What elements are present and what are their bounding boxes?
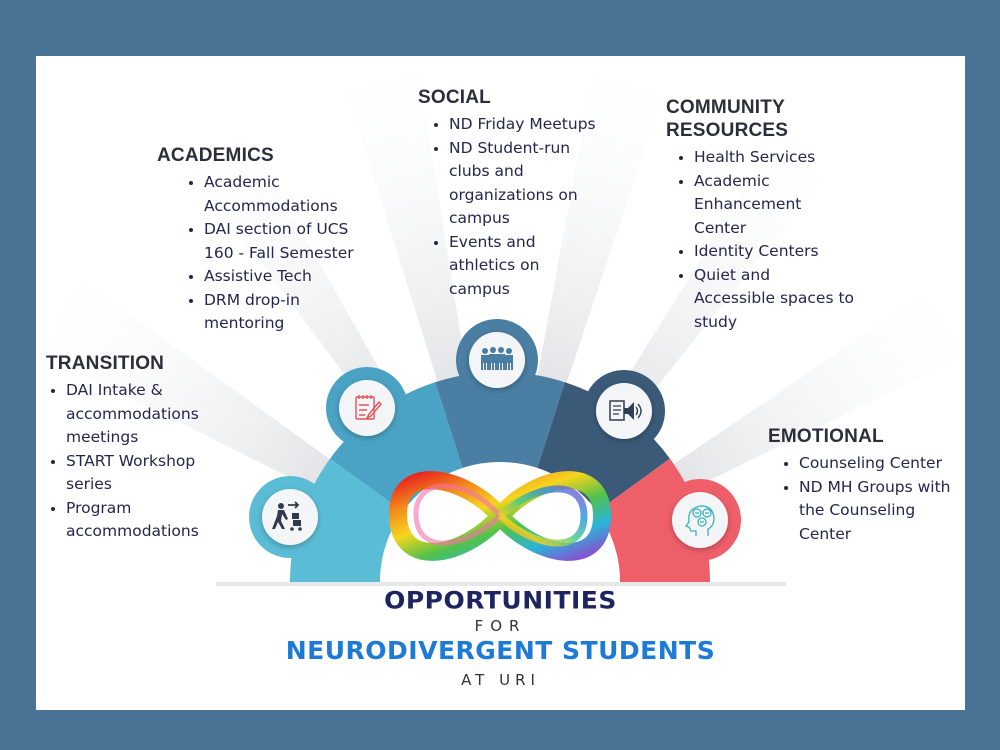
list-item: Quiet and Accessible spaces to study: [679, 264, 854, 335]
section-transition: TRANSITION DAI Intake & accommodations m…: [46, 352, 246, 544]
list-item: Academic Accommodations: [189, 171, 349, 218]
title-block: OPPORTUNITIES FOR NEURODIVERGENT STUDENT…: [36, 586, 965, 689]
section-academics: ACADEMICS Academic Accommodations DAI se…: [157, 144, 377, 336]
item-list: DAI Intake & accommodations meetings STA…: [46, 379, 246, 544]
person-pushing-cart-glyph: [272, 501, 302, 531]
item-list: Counseling Center ND MH Groups with the …: [768, 452, 963, 546]
notepad-pencil-glyph: [355, 395, 382, 420]
list-item: Identity Centers: [679, 240, 866, 264]
section-emotional: EMOTIONAL Counseling Center ND MH Groups…: [768, 425, 963, 546]
group-of-people-glyph: [481, 347, 513, 370]
document-speaker-glyph: [609, 400, 642, 421]
list-item: START Workshop series: [51, 450, 221, 497]
list-item: Assistive Tech: [189, 265, 377, 289]
baseline: [216, 582, 786, 586]
item-list: Academic Accommodations DAI section of U…: [157, 171, 377, 336]
head-emotions-glyph: [684, 505, 715, 536]
list-item: Academic Enhancement Center: [679, 170, 814, 241]
head-emotions-icon: [672, 492, 728, 548]
item-list: Health Services Academic Enhancement Cen…: [666, 146, 866, 334]
section-heading: SOCIAL: [418, 87, 491, 108]
list-item: ND MH Groups with the Counseling Center: [784, 476, 959, 547]
title-at-uri: AT URI: [461, 671, 540, 689]
section-heading: EMOTIONAL: [768, 426, 884, 447]
section-heading: TRANSITION: [46, 353, 165, 374]
arch-diagram: [216, 319, 786, 586]
title-opportunities: OPPORTUNITIES: [384, 586, 617, 615]
title-neurodivergent-students: NEURODIVERGENT STUDENTS: [285, 636, 716, 665]
list-item: Counseling Center: [784, 452, 963, 476]
notepad-pencil-icon: [339, 380, 395, 436]
section-heading: ACADEMICS: [157, 145, 274, 166]
list-item: DRM drop-in mentoring: [189, 289, 324, 336]
list-item: Events and athletics on campus: [434, 231, 554, 302]
list-item: DAI section of UCS 160 - Fall Semester: [189, 218, 364, 265]
list-item: Health Services: [679, 146, 866, 170]
title-for: FOR: [474, 617, 527, 635]
section-heading: COMMUNITY RESOURCES: [666, 97, 789, 141]
list-item: Program accommodations: [51, 497, 221, 544]
rainbow-infinity-icon: [388, 471, 611, 561]
section-social: SOCIAL ND Friday Meetups ND Student-run …: [418, 86, 618, 301]
section-community-resources: COMMUNITY RESOURCES Health Services Acad…: [666, 96, 866, 334]
item-list: ND Friday Meetups ND Student-run clubs a…: [418, 113, 618, 301]
infographic-panel: TRANSITION DAI Intake & accommodations m…: [36, 56, 965, 710]
list-item: ND Student-run clubs and organizations o…: [434, 137, 589, 231]
list-item: ND Friday Meetups: [434, 113, 629, 137]
list-item: DAI Intake & accommodations meetings: [51, 379, 216, 450]
person-pushing-cart-icon: [262, 489, 318, 545]
